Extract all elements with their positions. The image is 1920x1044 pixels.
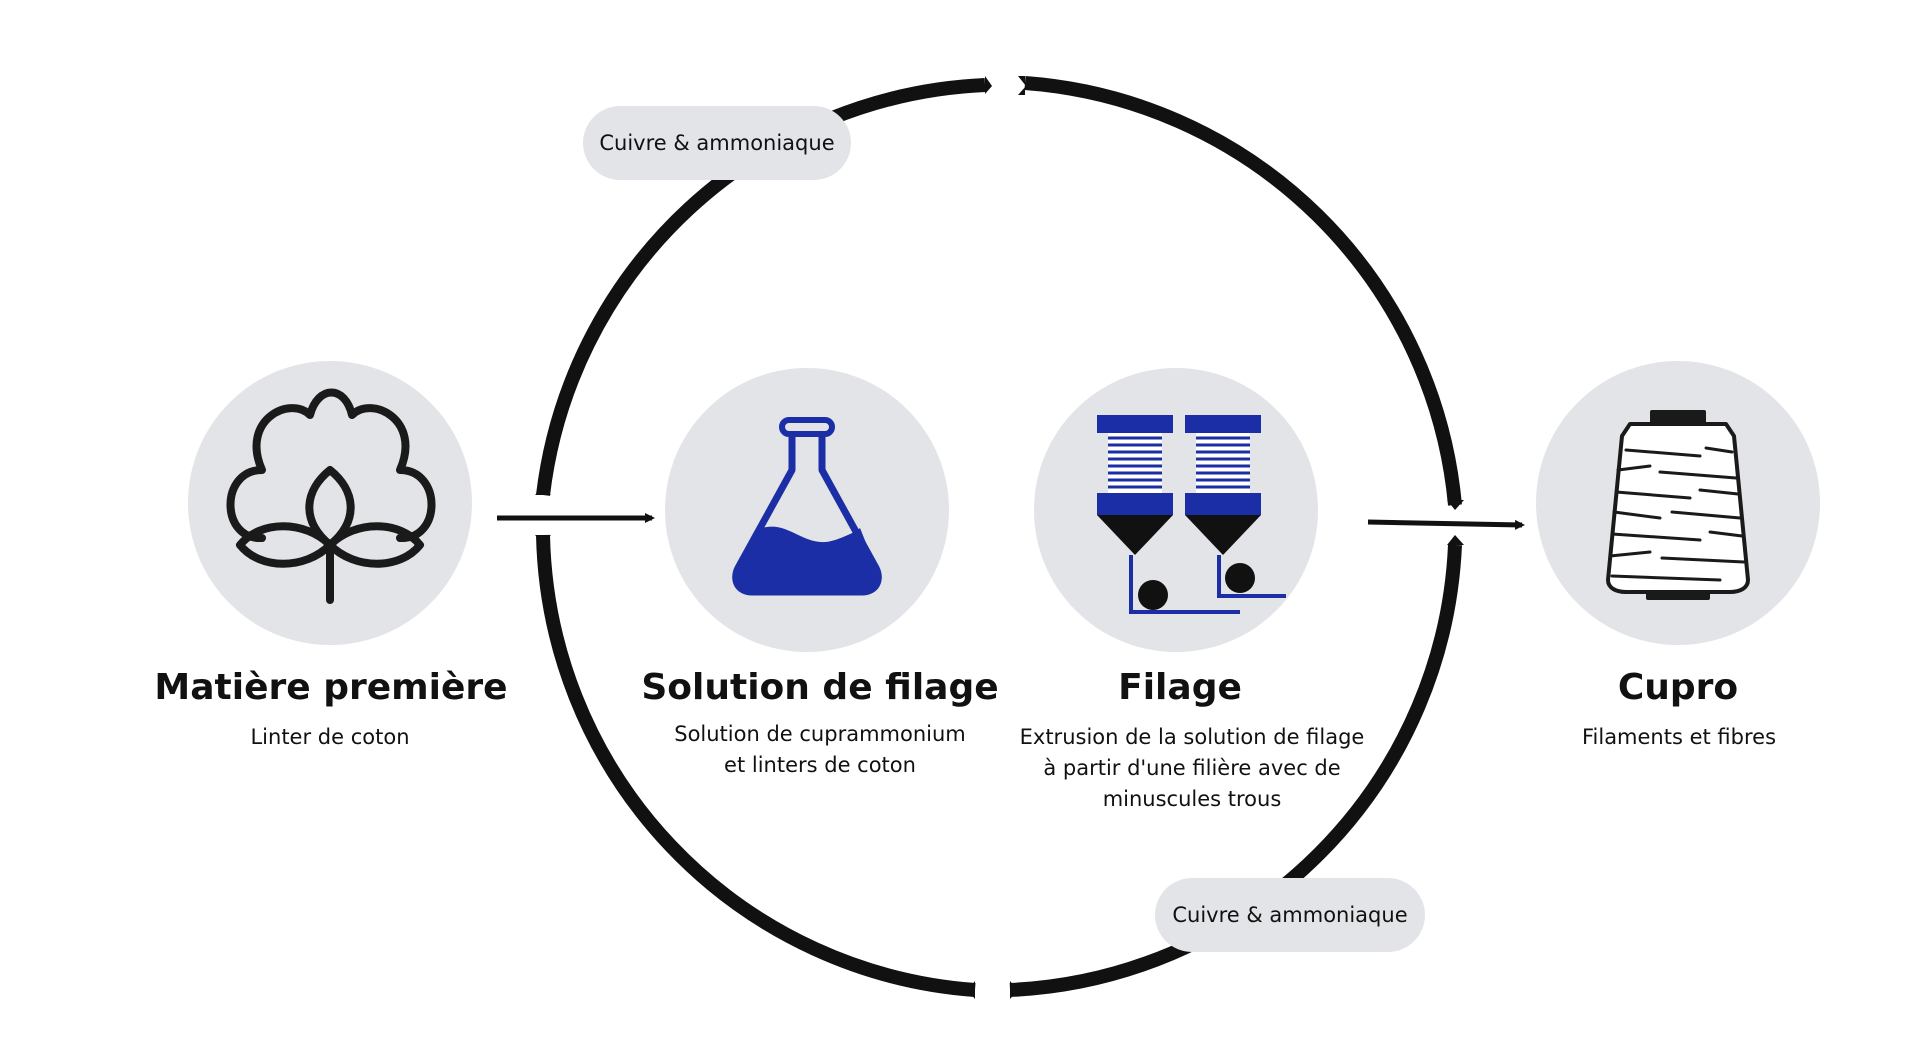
arrow-spinning-to-cupro xyxy=(1367,519,1525,530)
recycling-loop xyxy=(536,76,1462,997)
loop-arc-bottom-left xyxy=(536,534,976,997)
stage-title-cupro: Cupro xyxy=(1617,667,1739,708)
stage-desc-raw-material: Linter de coton xyxy=(250,725,410,749)
loop-tip-right xyxy=(1447,500,1464,510)
stage-title-spinning: Filage xyxy=(1118,667,1242,708)
loop-tip-left xyxy=(535,487,551,495)
stage-desc-cupro: Filaments et fibres xyxy=(1581,725,1777,749)
bobbin-right xyxy=(1185,415,1286,598)
stage-title-solution: Solution de filage xyxy=(641,667,999,708)
stage-circle-spinning xyxy=(1034,368,1318,652)
spinneret-bobbins-icon xyxy=(1097,415,1286,614)
loop-arc-bottom-right xyxy=(1009,544,1462,997)
loop-tip-right-notch xyxy=(1447,535,1464,545)
erlenmeyer-flask-icon xyxy=(732,417,882,596)
loop-tip-bottom xyxy=(968,981,975,999)
loop-arc-top-right xyxy=(1024,76,1462,506)
label-copper-ammonia-bottom: Cuivre & ammoniaque xyxy=(1155,878,1425,952)
loop-tip-top xyxy=(985,76,992,94)
loop-tip-top-notch xyxy=(1018,76,1026,95)
stage-title-raw-material: Matière première xyxy=(154,667,508,708)
stage-desc-spinning: Extrusion de la solution de filage à par… xyxy=(1019,725,1365,811)
loop-arrow-tips xyxy=(535,76,1464,999)
stage-circle-solution xyxy=(665,368,949,652)
loop-arc-top-left xyxy=(536,78,986,496)
bobbin-left xyxy=(1097,415,1240,614)
stage-desc-solution: Solution de cuprammonium et linters de c… xyxy=(674,722,966,777)
label-copper-ammonia-top: Cuivre & ammoniaque xyxy=(583,106,851,180)
loop-tip-left-notch xyxy=(535,535,551,543)
cotton-flower-icon xyxy=(226,388,436,604)
yarn-cone-icon xyxy=(1606,410,1750,600)
loop-tip-bottom-notch xyxy=(1010,981,1018,999)
